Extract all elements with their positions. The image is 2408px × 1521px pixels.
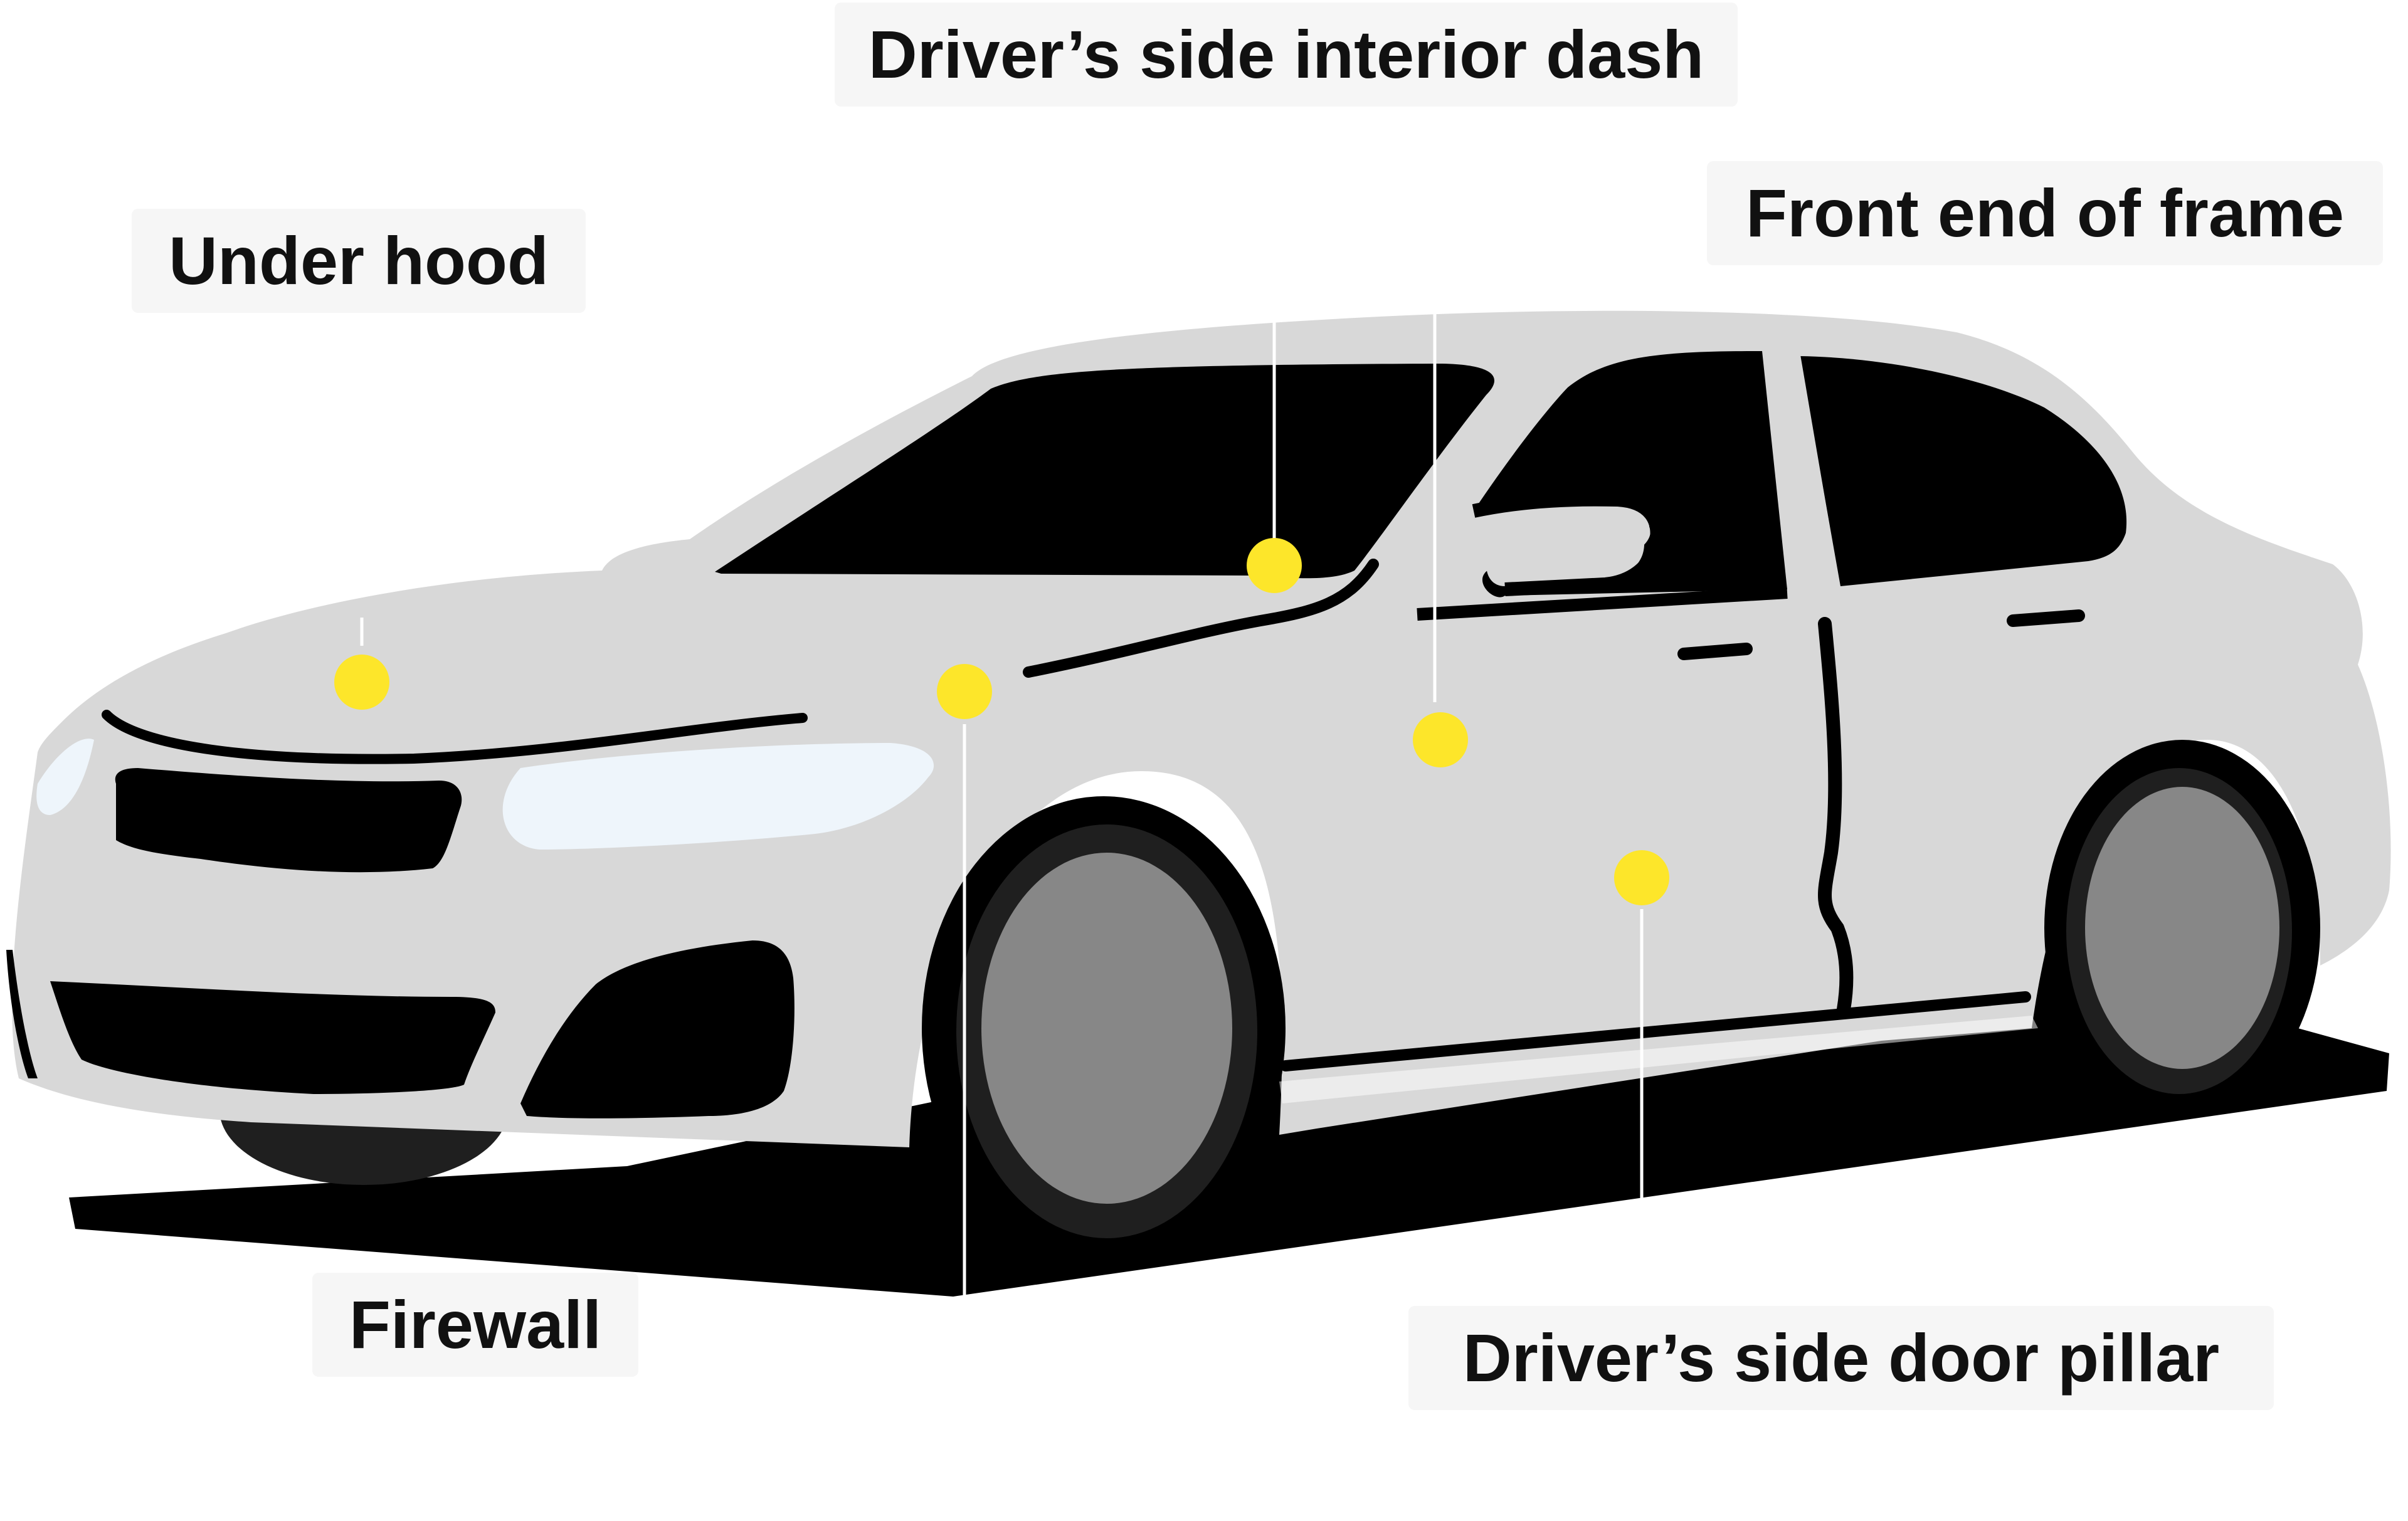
rear-rim (2085, 787, 2279, 1069)
side-mirror-outline (1472, 492, 1664, 596)
label-door-pillar: Driver’s side door pillar (1408, 1306, 2274, 1410)
fog-vent (520, 940, 795, 1118)
rear-door-handle (2007, 609, 2085, 627)
belt-line (1417, 586, 1788, 621)
windshield (715, 364, 1495, 579)
b-pillar (1765, 351, 1840, 592)
side-mirror (1486, 520, 1644, 586)
yellow-dot-icon (1247, 538, 1302, 593)
rocker-line (1280, 991, 2031, 1071)
cowl-line (1023, 559, 1379, 678)
headlight (502, 743, 934, 850)
front-door-window (1474, 351, 1787, 597)
label-under-hood: Under hood (132, 209, 586, 313)
hood-crease (102, 710, 808, 764)
label-firewall: Firewall (312, 1273, 638, 1377)
leader-lines (360, 313, 1644, 1298)
door-seam (1818, 617, 1854, 1016)
front-door-handle (1677, 643, 1753, 660)
lower-intake (50, 981, 495, 1094)
yellow-dot-icon (937, 664, 992, 719)
front-rim (981, 853, 1232, 1204)
headlight-small (36, 739, 94, 815)
grille (115, 768, 462, 873)
yellow-dot-icon (334, 655, 389, 710)
rocker-lower (1279, 1016, 2038, 1103)
yellow-dot-icon (1614, 850, 1669, 905)
label-front-frame: Front end of frame (1707, 161, 2383, 265)
yellow-dot-icon (1413, 712, 1468, 767)
label-interior-dash: Driver’s side interior dash (835, 3, 1738, 107)
bumper-edge (6, 950, 38, 1078)
rear-door-window (1800, 356, 2127, 586)
